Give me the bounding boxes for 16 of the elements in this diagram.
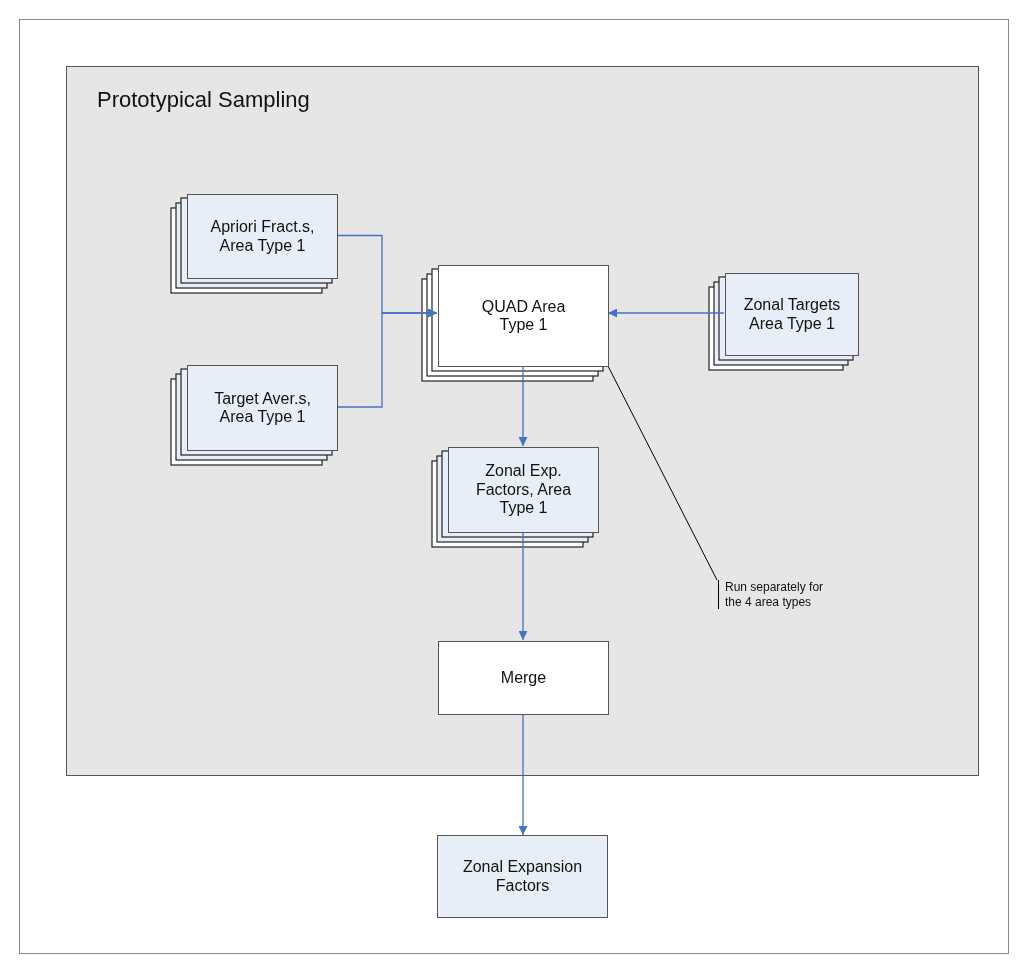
panel-heading: Prototypical Sampling — [97, 87, 310, 113]
process-box: Zonal Exp. Factors, Area Type 1 — [448, 447, 599, 533]
arrow — [518, 531, 528, 641]
group-panel — [66, 66, 979, 776]
arrow — [607, 308, 725, 318]
process-box: Zonal Expansion Factors — [437, 835, 608, 918]
arrow — [518, 713, 528, 836]
process-box: Merge — [438, 641, 609, 715]
leader-line — [607, 365, 718, 581]
arrow — [336, 308, 438, 408]
arrow — [518, 365, 528, 447]
process-box: QUAD Area Type 1 — [438, 265, 609, 367]
process-box: Target Aver.s, Area Type 1 — [187, 365, 338, 451]
process-box: Zonal Targets Area Type 1 — [725, 273, 859, 356]
process-box: Apriori Fract.s, Area Type 1 — [187, 194, 338, 279]
callout-note: Run separately for the 4 area types — [718, 580, 836, 609]
